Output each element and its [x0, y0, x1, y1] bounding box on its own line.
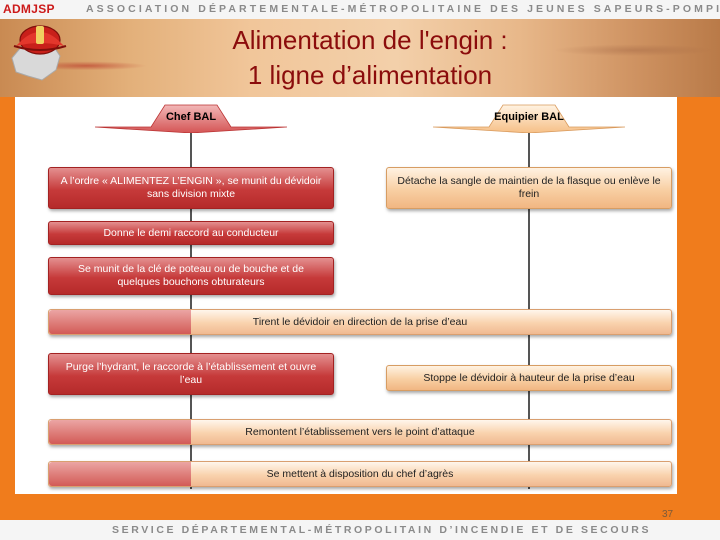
procedure-diagram: Chef BAL Equipier BAL A l’ordre « ALIMEN… — [15, 97, 677, 494]
step-box-both-4: Tirent le dévidoir en direction de la pr… — [48, 309, 672, 335]
step-text-both-6: Remontent l’établissement vers le point … — [245, 425, 475, 438]
top-banner: ADMJSP ASSOCIATION DÉPARTEMENTALE-MÉTROP… — [0, 0, 720, 19]
step-box-equipier-1: Détache la sangle de maintien de la flas… — [386, 167, 672, 209]
role-banner-equipier-shape — [433, 104, 625, 133]
slide-title-line1: Alimentation de l'engin : — [232, 25, 508, 55]
role-header-chef: Chef BAL — [95, 103, 287, 133]
role-label-chef: Chef BAL — [165, 111, 217, 123]
step-box-chef-1: A l’ordre « ALIMENTEZ L’ENGIN », se muni… — [48, 167, 334, 209]
step-box-both-7: Se mettent à disposition du chef d’agrès — [48, 461, 672, 487]
step-box-chef-2: Donne le demi raccord au conducteur — [48, 221, 334, 245]
footer-text: SERVICE DÉPARTEMENTAL-MÉTROPOLITAIN D’IN… — [112, 524, 652, 536]
step-text-both-7: Se mettent à disposition du chef d’agrès — [266, 467, 454, 480]
header-photo-band — [0, 19, 720, 97]
role-banner-chef-shape — [95, 104, 287, 133]
role-header-equipier: Equipier BAL — [433, 103, 625, 133]
org-name: ASSOCIATION DÉPARTEMENTALE-MÉTROPOLITAIN… — [86, 3, 720, 15]
step-box-chef-3: Se munit de la clé de poteau ou de bouch… — [48, 257, 334, 295]
firefighter-helmet-icon — [11, 25, 67, 81]
page-number: 37 — [662, 509, 674, 520]
step-text-both-4: Tirent le dévidoir en direction de la pr… — [252, 315, 468, 328]
slide-title-line2: 1 ligne d’alimentation — [247, 60, 493, 90]
step-box-both-6: Remontent l’établissement vers le point … — [48, 419, 672, 445]
step-box-chef-5: Purge l’hydrant, le raccorde à l’établis… — [48, 353, 334, 395]
org-logo-text: ADMJSP — [3, 2, 55, 16]
bottom-banner: SERVICE DÉPARTEMENTAL-MÉTROPOLITAIN D’IN… — [0, 520, 720, 540]
step-box-equipier-5: Stoppe le dévidoir à hauteur de la prise… — [386, 365, 672, 391]
role-label-equipier: Equipier BAL — [494, 111, 564, 123]
